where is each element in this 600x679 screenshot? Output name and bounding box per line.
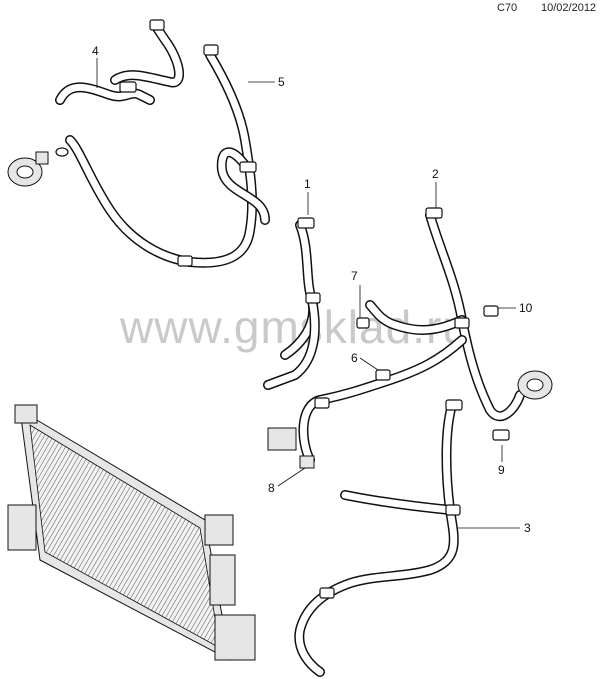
clamp-10 — [483, 305, 499, 317]
callout-1: 1 — [304, 177, 311, 191]
valve-8 — [267, 427, 315, 469]
callout-4: 4 — [92, 44, 99, 58]
hose-3 — [294, 399, 463, 677]
radiator — [7, 404, 256, 661]
diagram-date: 10/02/2012 — [541, 2, 597, 14]
callout-8: 8 — [268, 481, 275, 495]
water-pump-right — [517, 370, 553, 400]
callout-9: 9 — [498, 463, 505, 477]
hose-1 — [263, 217, 321, 390]
diagram-code: C70 — [497, 2, 518, 14]
clamp-7 — [356, 317, 370, 329]
hose-6-assembly — [298, 335, 467, 465]
hose-4 — [55, 19, 185, 105]
leader-lines — [96, 58, 520, 529]
callout-5: 5 — [278, 75, 285, 89]
callout-3: 3 — [524, 521, 531, 535]
callout-10: 10 — [519, 301, 533, 315]
clamp-9 — [492, 429, 510, 441]
hose-2 — [365, 207, 525, 422]
hose-5 — [65, 44, 270, 268]
callout-6: 6 — [351, 351, 358, 365]
callout-2: 2 — [432, 167, 439, 181]
water-pump-left — [7, 147, 69, 187]
callout-7: 7 — [351, 269, 358, 283]
